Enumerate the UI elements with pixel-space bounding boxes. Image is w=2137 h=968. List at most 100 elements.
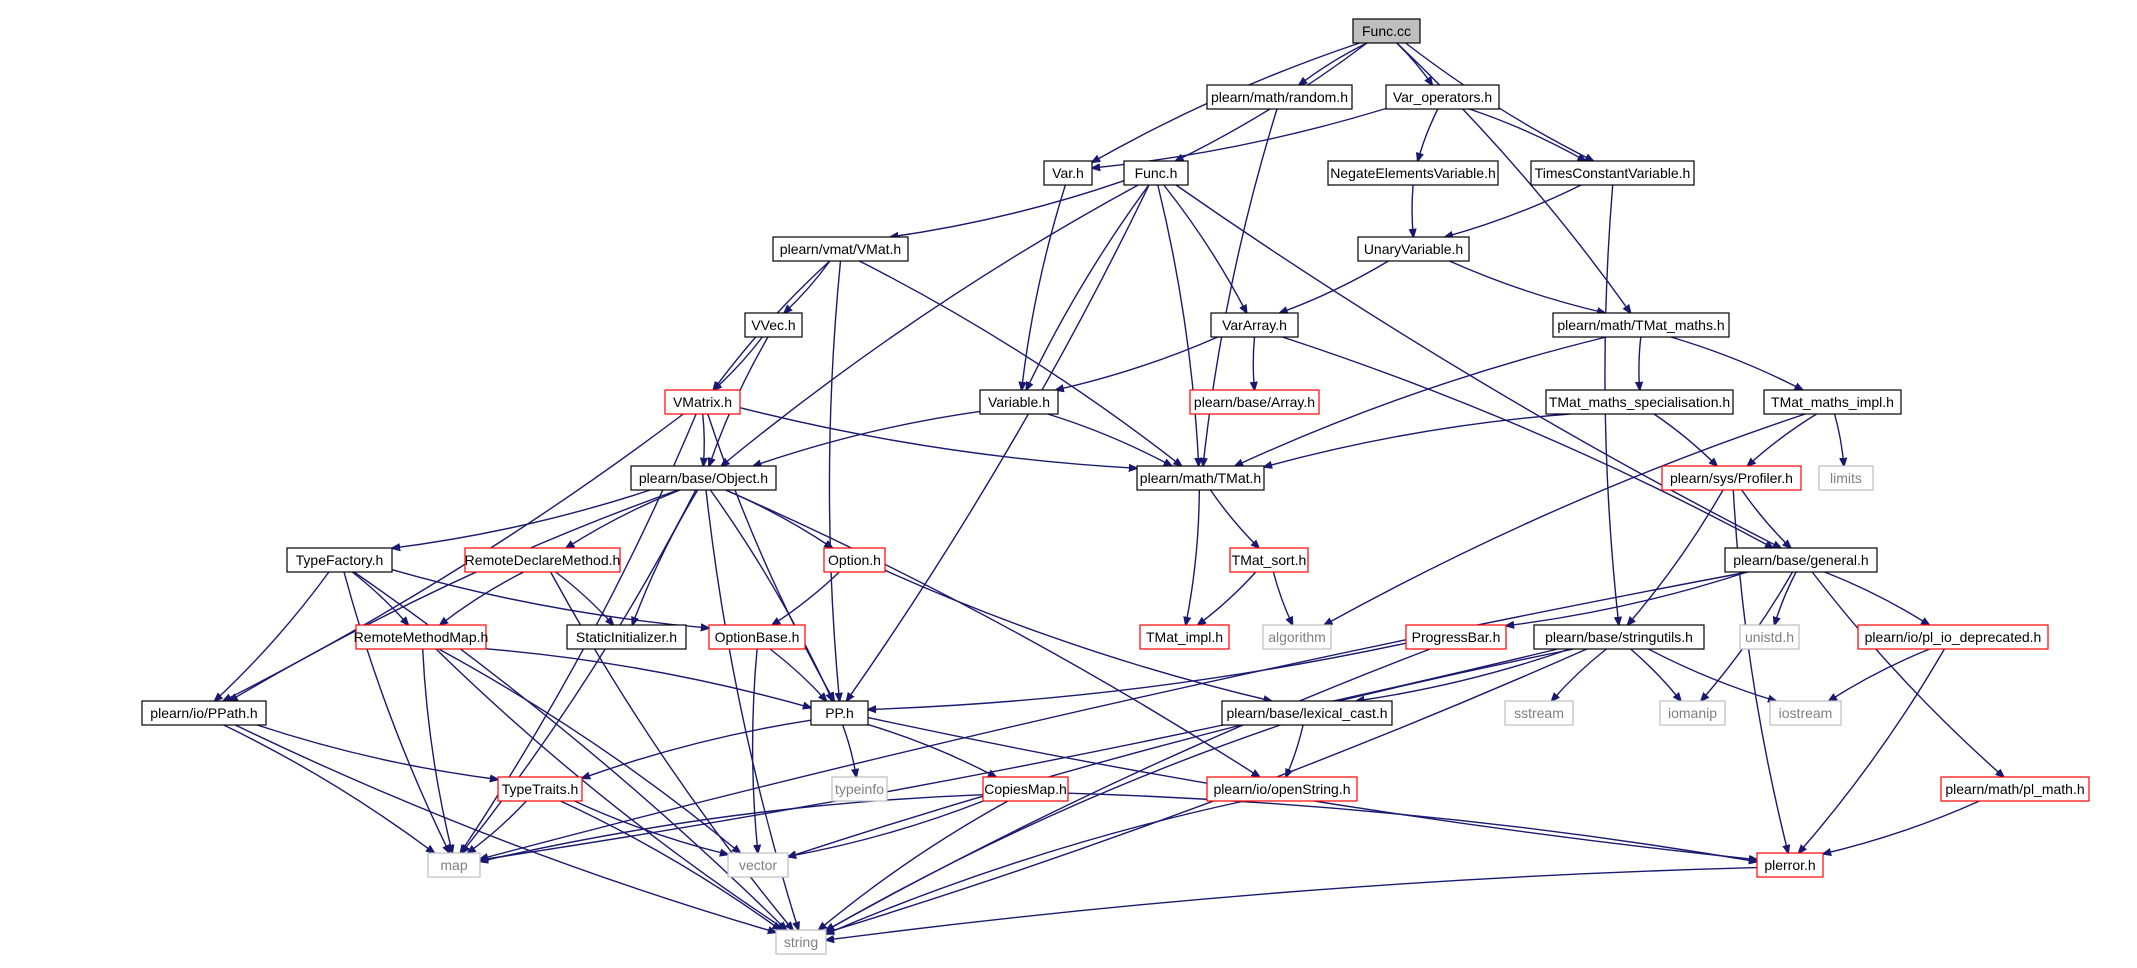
edge-object-to-pph — [709, 489, 832, 701]
edge-tmatspec-to-tmat — [1264, 413, 1571, 467]
node-object[interactable]: plearn/base/Object.h — [630, 465, 777, 491]
node-vector[interactable]: vector — [727, 852, 789, 878]
node-vmatrix[interactable]: VMatrix.h — [664, 389, 741, 415]
node-array[interactable]: plearn/base/Array.h — [1189, 389, 1320, 415]
node-label-tmat: plearn/math/TMat.h — [1140, 470, 1261, 486]
node-remotemethodmap[interactable]: RemoteMethodMap.h — [354, 624, 489, 650]
node-unary[interactable]: UnaryVariable.h — [1357, 236, 1470, 262]
node-negate[interactable]: NegateElementsVariable.h — [1327, 160, 1499, 186]
node-openstring[interactable]: plearn/io/openString.h — [1206, 776, 1358, 802]
node-tmatspec[interactable]: TMat_maths_specialisation.h — [1545, 389, 1734, 415]
node-typeinfo[interactable]: typeinfo — [831, 776, 888, 802]
edge-tmatmaths-to-tmat — [1235, 336, 1607, 466]
node-vvec[interactable]: VVec.h — [744, 312, 803, 338]
edge-pph-to-typeinfo — [842, 724, 857, 777]
edge-funch-to-vararray — [1163, 184, 1247, 313]
node-algorithm[interactable]: algorithm — [1262, 624, 1332, 650]
node-tmat[interactable]: plearn/math/TMat.h — [1136, 465, 1265, 491]
edge-object-to-staticinit — [632, 489, 699, 625]
node-funch[interactable]: Func.h — [1123, 160, 1189, 186]
node-ppath[interactable]: plearn/io/PPath.h — [141, 700, 267, 726]
node-box-unistd — [1739, 624, 1800, 650]
node-stringutils[interactable]: plearn/base/stringutils.h — [1533, 624, 1705, 650]
node-box-pliodep — [1857, 624, 2049, 650]
node-variable[interactable]: Variable.h — [979, 389, 1059, 415]
node-box-tmat — [1136, 465, 1265, 491]
node-label-general: plearn/base/general.h — [1733, 552, 1868, 568]
edge-ppath-to-typetraits — [256, 724, 498, 780]
edge-tmatimpl-to-limits — [1833, 413, 1844, 466]
node-label-varops: Var_operators.h — [1393, 89, 1492, 105]
node-label-typefactory: TypeFactory.h — [296, 552, 384, 568]
edge-stringutils-to-iomanip — [1630, 648, 1681, 701]
node-unistd[interactable]: unistd.h — [1739, 624, 1800, 650]
node-pph[interactable]: PP.h — [810, 700, 869, 726]
node-varops[interactable]: Var_operators.h — [1385, 84, 1500, 110]
node-pliodep[interactable]: plearn/io/pl_io_deprecated.h — [1857, 624, 2049, 650]
edge-tmatimpl-to-profiler — [1747, 413, 1817, 466]
node-typefactory[interactable]: TypeFactory.h — [286, 547, 393, 573]
node-plerror[interactable]: plerror.h — [1756, 852, 1824, 878]
node-box-map — [427, 852, 481, 878]
node-box-vmat — [772, 236, 909, 262]
edge-copiesmap-to-vector — [788, 800, 984, 857]
node-tmatimpl[interactable]: TMat_maths_impl.h — [1763, 389, 1902, 415]
edge-object-to-remotedeclare — [566, 489, 681, 548]
node-progressbar[interactable]: ProgressBar.h — [1405, 624, 1507, 650]
node-map[interactable]: map — [427, 852, 481, 878]
node-label-vector: vector — [739, 857, 777, 873]
node-box-plerror — [1756, 852, 1824, 878]
node-iostream[interactable]: iostream — [1769, 700, 1842, 726]
edge-variable-to-tmat — [1047, 413, 1172, 466]
edge-varh-to-variable — [1022, 184, 1067, 390]
node-box-funch — [1123, 160, 1189, 186]
edge-varops-to-timesconst — [1469, 108, 1585, 161]
node-string[interactable]: string — [775, 929, 827, 955]
node-remotedeclare[interactable]: RemoteDeclareMethod.h — [464, 547, 621, 573]
node-label-vararray: VarArray.h — [1222, 317, 1287, 333]
node-option[interactable]: Option.h — [823, 547, 886, 573]
node-staticinit[interactable]: StaticInitializer.h — [566, 624, 687, 650]
node-label-algorithm: algorithm — [1268, 629, 1326, 645]
node-box-iomanip — [1659, 700, 1726, 726]
node-typetraits[interactable]: TypeTraits.h — [497, 776, 583, 802]
node-box-profiler — [1661, 465, 1802, 491]
edge-varops-to-negate — [1418, 108, 1439, 161]
edge-ppath-to-string — [234, 724, 776, 932]
node-label-sstream: sstream — [1514, 705, 1564, 721]
node-funccc[interactable]: Func.cc — [1352, 18, 1421, 44]
node-random[interactable]: plearn/math/random.h — [1206, 84, 1353, 110]
node-copiesmap[interactable]: CopiesMap.h — [982, 776, 1069, 802]
node-plmath[interactable]: plearn/math/pl_math.h — [1940, 776, 2090, 802]
edge-typefactory-to-remotemethodmap — [351, 571, 408, 625]
node-box-stringutils — [1533, 624, 1705, 650]
node-timesconst[interactable]: TimesConstantVariable.h — [1530, 160, 1695, 186]
node-profiler[interactable]: plearn/sys/Profiler.h — [1661, 465, 1802, 491]
edge-unary-to-tmatmaths — [1449, 260, 1605, 313]
node-tmatmaths[interactable]: plearn/math/TMat_maths.h — [1552, 312, 1730, 338]
node-box-typetraits — [497, 776, 583, 802]
node-tmatsort[interactable]: TMat_sort.h — [1229, 547, 1309, 573]
node-lexcast[interactable]: plearn/base/lexical_cast.h — [1221, 700, 1393, 726]
node-label-optionbase: OptionBase.h — [715, 629, 800, 645]
node-sstream[interactable]: sstream — [1504, 700, 1574, 726]
edge-plmath-to-plerror — [1823, 800, 1980, 854]
node-box-tmatimplh — [1139, 624, 1230, 650]
edge-general-to-unistd — [1774, 571, 1797, 625]
edge-tmat-to-tmatsort — [1209, 489, 1260, 548]
node-vmat[interactable]: plearn/vmat/VMat.h — [772, 236, 909, 262]
node-varh[interactable]: Var.h — [1043, 160, 1093, 186]
node-iomanip[interactable]: iomanip — [1659, 700, 1726, 726]
edge-plerror-to-string — [826, 866, 1758, 941]
node-tmatimplh[interactable]: TMat_impl.h — [1139, 624, 1230, 650]
node-general[interactable]: plearn/base/general.h — [1724, 547, 1878, 573]
node-label-funccc: Func.cc — [1362, 23, 1411, 39]
node-box-string — [775, 929, 827, 955]
node-vararray[interactable]: VarArray.h — [1210, 312, 1299, 338]
edge-negate-to-unary — [1412, 184, 1413, 237]
edge-typetraits-to-string — [560, 800, 781, 930]
node-box-tmatmaths — [1552, 312, 1730, 338]
node-limits[interactable]: limits — [1818, 465, 1874, 491]
node-optionbase[interactable]: OptionBase.h — [708, 624, 806, 650]
